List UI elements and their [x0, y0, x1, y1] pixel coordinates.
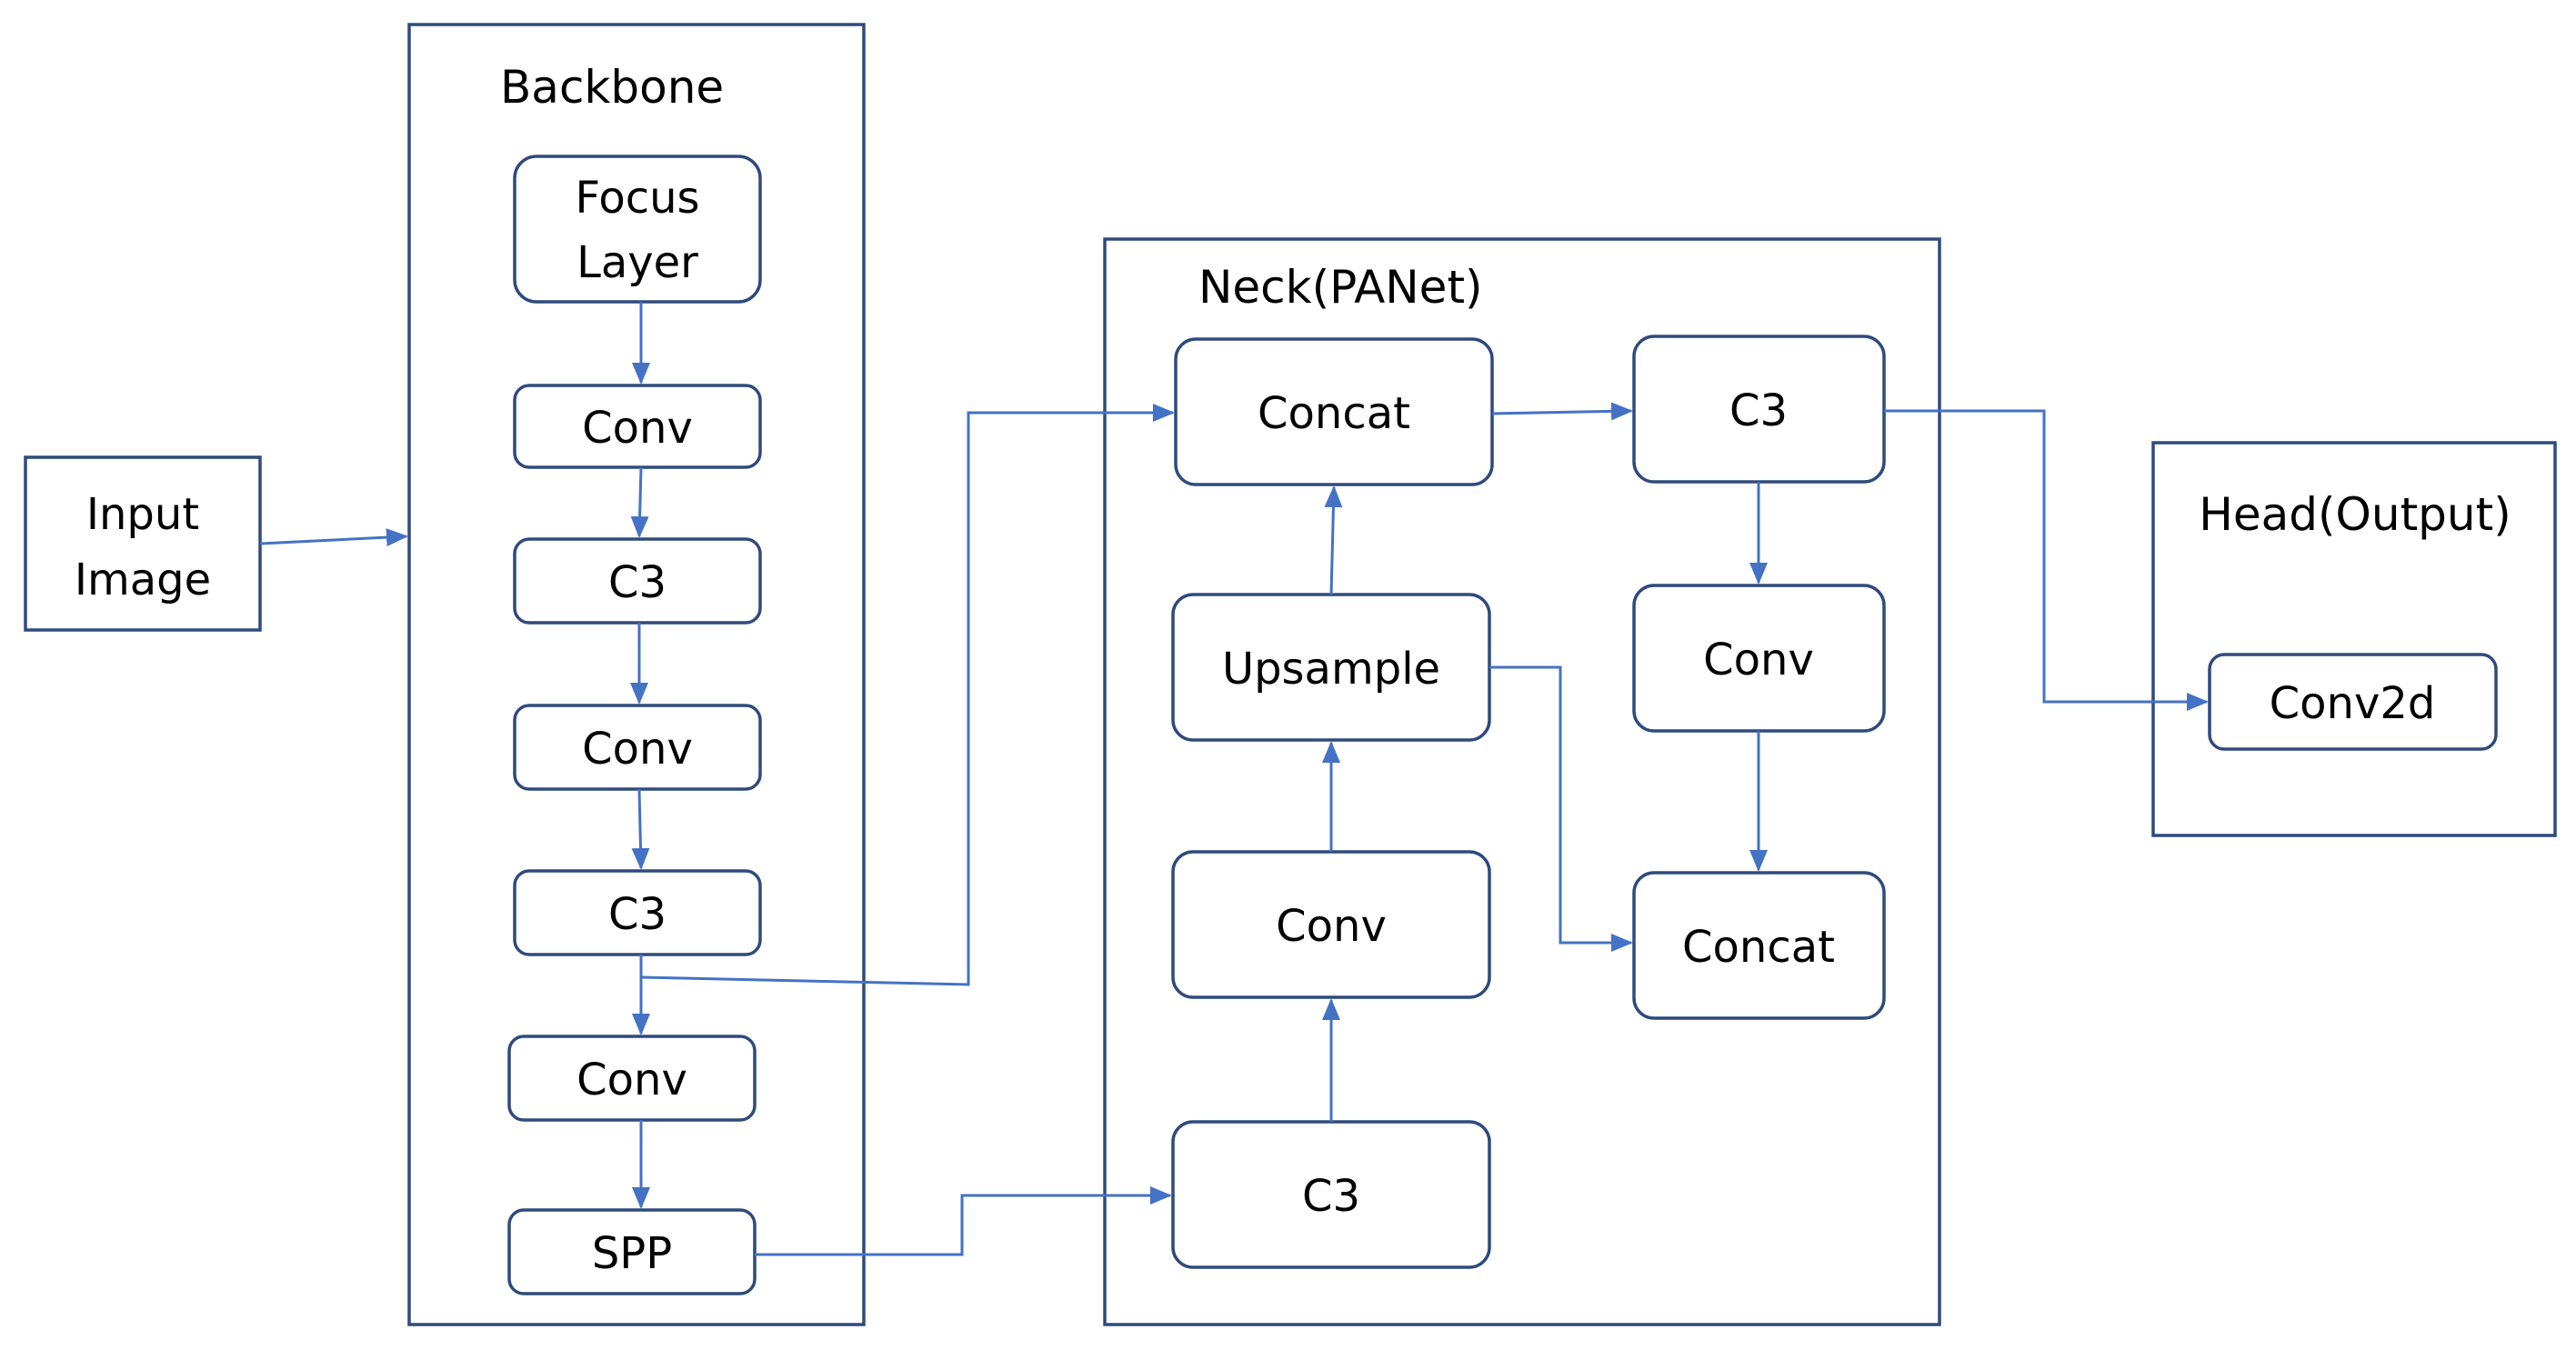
focus-label-line1: Focus [575, 173, 699, 224]
backbone-conv-label-3: Conv [576, 1055, 687, 1105]
neck-c3-node-1: C3 [1171, 1120, 1491, 1269]
edge-backbone-c3-to-neck-concat [640, 404, 1175, 986]
backbone-conv-node-1: Conv [513, 384, 762, 469]
edge-conv2-to-c3-2 [631, 788, 650, 870]
backbone-title: Backbone [500, 61, 724, 114]
backbone-c3-node-2: C3 [513, 869, 762, 956]
neck-title: Neck(PANet) [1198, 261, 1483, 314]
input-label-line2: Image [75, 555, 211, 605]
head-container: Head(Output) [2151, 441, 2557, 837]
input-label-line1: Input [86, 489, 199, 540]
backbone-conv-label-1: Conv [582, 403, 693, 454]
backbone-c3-label-2: C3 [608, 889, 667, 940]
edge-neck-upsample-to-concat2 [1489, 665, 1633, 952]
edge-conv1-to-c3-1 [630, 466, 649, 538]
edge-spp-to-neck-c3 [755, 1186, 1172, 1256]
head-title: Head(Output) [2199, 488, 2511, 541]
neck-c3-label-1: C3 [1302, 1171, 1360, 1222]
neck-upsample-node: Upsample [1171, 593, 1491, 742]
neck-conv-node-2: Conv [1632, 584, 1886, 733]
neck-c3-node-2: C3 [1632, 335, 1886, 484]
neck-c3-label-2: C3 [1729, 385, 1788, 436]
edge-neck-concat-to-c3 [1491, 402, 1633, 421]
focus-label-line2: Layer [576, 237, 698, 288]
neck-concat-node-2: Concat [1632, 871, 1886, 1020]
input-image-node: Input Image [24, 455, 262, 632]
backbone-spp-node: SPP [507, 1208, 757, 1295]
neck-concat-node-1: Concat [1174, 337, 1494, 486]
backbone-focus-layer-node: Focus Layer [513, 155, 762, 304]
head-conv2d-label: Conv2d [2270, 678, 2436, 729]
backbone-spp-label: SPP [592, 1228, 672, 1279]
backbone-conv-node-2: Conv [513, 704, 762, 791]
backbone-conv-label-2: Conv [582, 724, 693, 775]
head-conv2d-node: Conv2d [2208, 653, 2498, 751]
neck-conv-node-1: Conv [1171, 850, 1491, 999]
backbone-c3-label-1: C3 [608, 557, 667, 608]
backbone-c3-node-1: C3 [513, 537, 762, 625]
neck-conv-label-2: Conv [1703, 635, 1814, 685]
neck-conv-label-1: Conv [1276, 901, 1387, 952]
edge-input-to-backbone [259, 528, 408, 547]
backbone-conv-node-3: Conv [507, 1035, 757, 1122]
neck-upsample-label: Upsample [1222, 644, 1440, 695]
edge-neck-upsample-to-concat [1324, 485, 1343, 595]
neck-concat-label-1: Concat [1258, 388, 1410, 439]
neck-concat-label-2: Concat [1682, 922, 1835, 973]
edge-neck-c3-to-head-conv2d [1884, 409, 2209, 711]
